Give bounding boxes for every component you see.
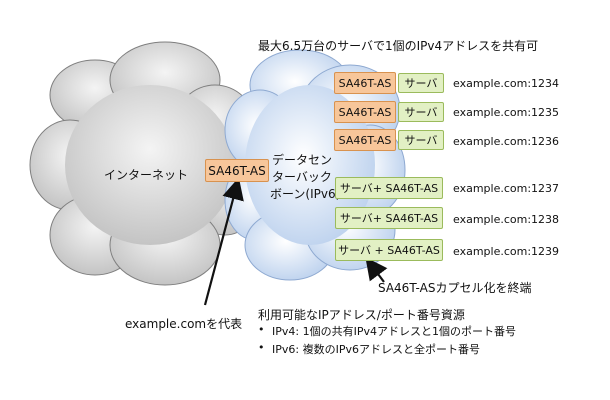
capsule-arrow bbox=[365, 257, 388, 283]
backbone-label-line-3: ボーン(IPv6) bbox=[270, 187, 341, 201]
resource-bullet: • bbox=[258, 341, 265, 354]
address-label: example.com:1235 bbox=[453, 106, 560, 119]
address-label: example.com:1238 bbox=[453, 213, 560, 226]
server-node: サーバ bbox=[398, 73, 444, 93]
server-node: サーバ bbox=[398, 102, 444, 122]
address-label: example.com:1234 bbox=[453, 77, 560, 90]
server-node: サーバ bbox=[398, 130, 444, 150]
resource-item-ipv4: IPv4: 1個の共有IPv4アドレスと1個のポート番号 bbox=[272, 325, 516, 338]
capsule-note: SA46T-ASカプセル化を終端 bbox=[378, 281, 532, 295]
backbone-label-line-2: ターバック bbox=[272, 170, 332, 184]
backbone-label-line-1: データセン bbox=[272, 153, 333, 167]
address-label: example.com:1237 bbox=[453, 182, 560, 195]
internet-label: インターネット bbox=[104, 168, 189, 182]
resource-bullet: • bbox=[258, 323, 265, 336]
address-label: example.com:1236 bbox=[453, 135, 560, 148]
resource-item-ipv6: IPv6: 複数のIPv6アドレスと全ポート番号 bbox=[272, 343, 480, 356]
combined-server-node: サーバ+ SA46T-AS bbox=[335, 207, 443, 229]
diagram-title: 最大6.5万台のサーバで1個のIPv4アドレスを共有可 bbox=[258, 39, 539, 53]
combined-server-node: サーバ + SA46T-AS bbox=[335, 239, 443, 261]
represent-arrow bbox=[203, 177, 244, 306]
resources-heading: 利用可能なIPアドレス/ポート番号資源 bbox=[258, 308, 465, 322]
border-sa46t-node: SA46T-AS bbox=[205, 159, 269, 182]
sa46t-node: SA46T-AS bbox=[334, 101, 396, 123]
sa46t-node: SA46T-AS bbox=[334, 72, 396, 94]
combined-server-node: サーバ+ SA46T-AS bbox=[335, 177, 443, 199]
sa46t-node: SA46T-AS bbox=[334, 129, 396, 151]
address-label: example.com:1239 bbox=[453, 245, 560, 258]
represent-note: example.comを代表 bbox=[125, 317, 243, 331]
